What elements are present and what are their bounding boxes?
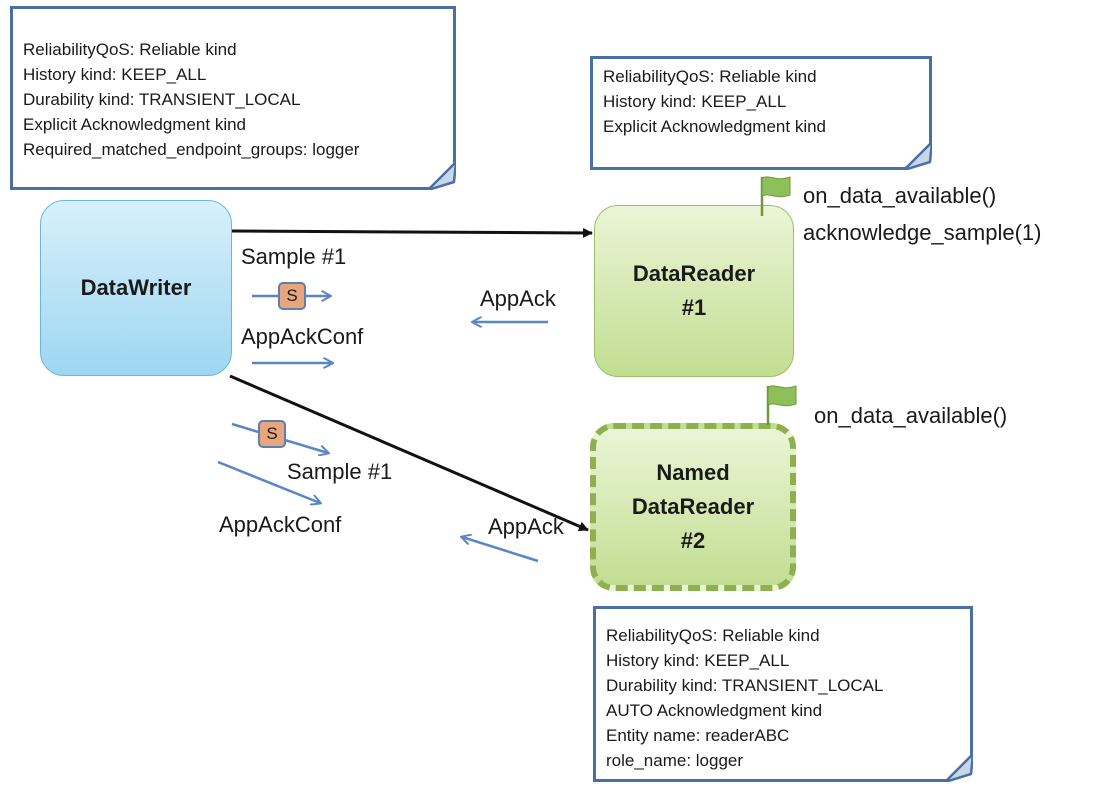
datawriter-node: DataWriter [40,200,232,376]
flag-icon [766,385,797,425]
writer-to-reader2-link [229,374,589,532]
sample-label-bottom: Sample #1 [287,459,393,484]
page-fold-icon [428,162,456,190]
appackconf-label-top: AppAckConf [241,324,364,349]
datareader-1-label: DataReader [632,261,756,286]
qos-line: role_name: logger [606,751,744,770]
qos-line: History kind: KEEP_ALL [606,651,790,670]
datawriter-label: DataWriter [80,275,192,300]
appack-label-top: AppAck [480,286,556,311]
reader2-callback-data-available: on_data_available() [814,403,1008,428]
datareader-1-number: #1 [681,295,707,320]
page-fold-icon [904,142,932,170]
reader1-callback-data-available: on_data_available() [803,183,997,208]
qos-line: Entity name: readerABC [606,726,790,745]
qos-line: History kind: KEEP_ALL [23,65,207,84]
qos-line: AUTO Acknowledgment kind [606,701,823,720]
sample-token-top: S [278,282,306,310]
writer-qos-note: ReliabilityQoS: Reliable kind History ki… [10,6,456,190]
named-datareader-2-node: Named DataReader #2 [590,423,796,591]
qos-line: ReliabilityQoS: Reliable kind [606,626,820,645]
qos-line: Explicit Acknowledgment kind [23,115,247,134]
appack-arrow-bottom [462,537,539,563]
sample-label-top: Sample #1 [241,244,347,269]
flag-icon [760,176,791,216]
datareader-2-label: DataReader [631,494,755,519]
qos-line: Durability kind: TRANSIENT_LOCAL [23,90,301,109]
reader1-callback-acknowledge: acknowledge_sample(1) [803,220,1042,245]
datareader-2-number: #2 [680,528,706,553]
page-fold-icon [945,754,973,782]
datareader-1-node: DataReader #1 [594,205,794,377]
reader2-qos-note: ReliabilityQoS: Reliable kind History ki… [593,606,973,782]
qos-line: Durability kind: TRANSIENT_LOCAL [606,676,884,695]
qos-line: Explicit Acknowledgment kind [603,117,827,136]
writer-to-reader1-link [231,227,593,238]
appackconf-arrow-bottom [217,460,320,503]
qos-line: History kind: KEEP_ALL [603,92,787,111]
sample-token-bottom: S [258,420,286,448]
qos-line: ReliabilityQoS: Reliable kind [603,67,817,86]
named-label: Named [656,460,730,485]
qos-line: Required_matched_endpoint_groups: logger [23,140,360,159]
appack-label-bottom: AppAck [488,514,564,539]
reader1-qos-note: ReliabilityQoS: Reliable kind History ki… [590,56,932,170]
qos-line: ReliabilityQoS: Reliable kind [23,40,237,59]
appackconf-label-bottom: AppAckConf [219,512,342,537]
